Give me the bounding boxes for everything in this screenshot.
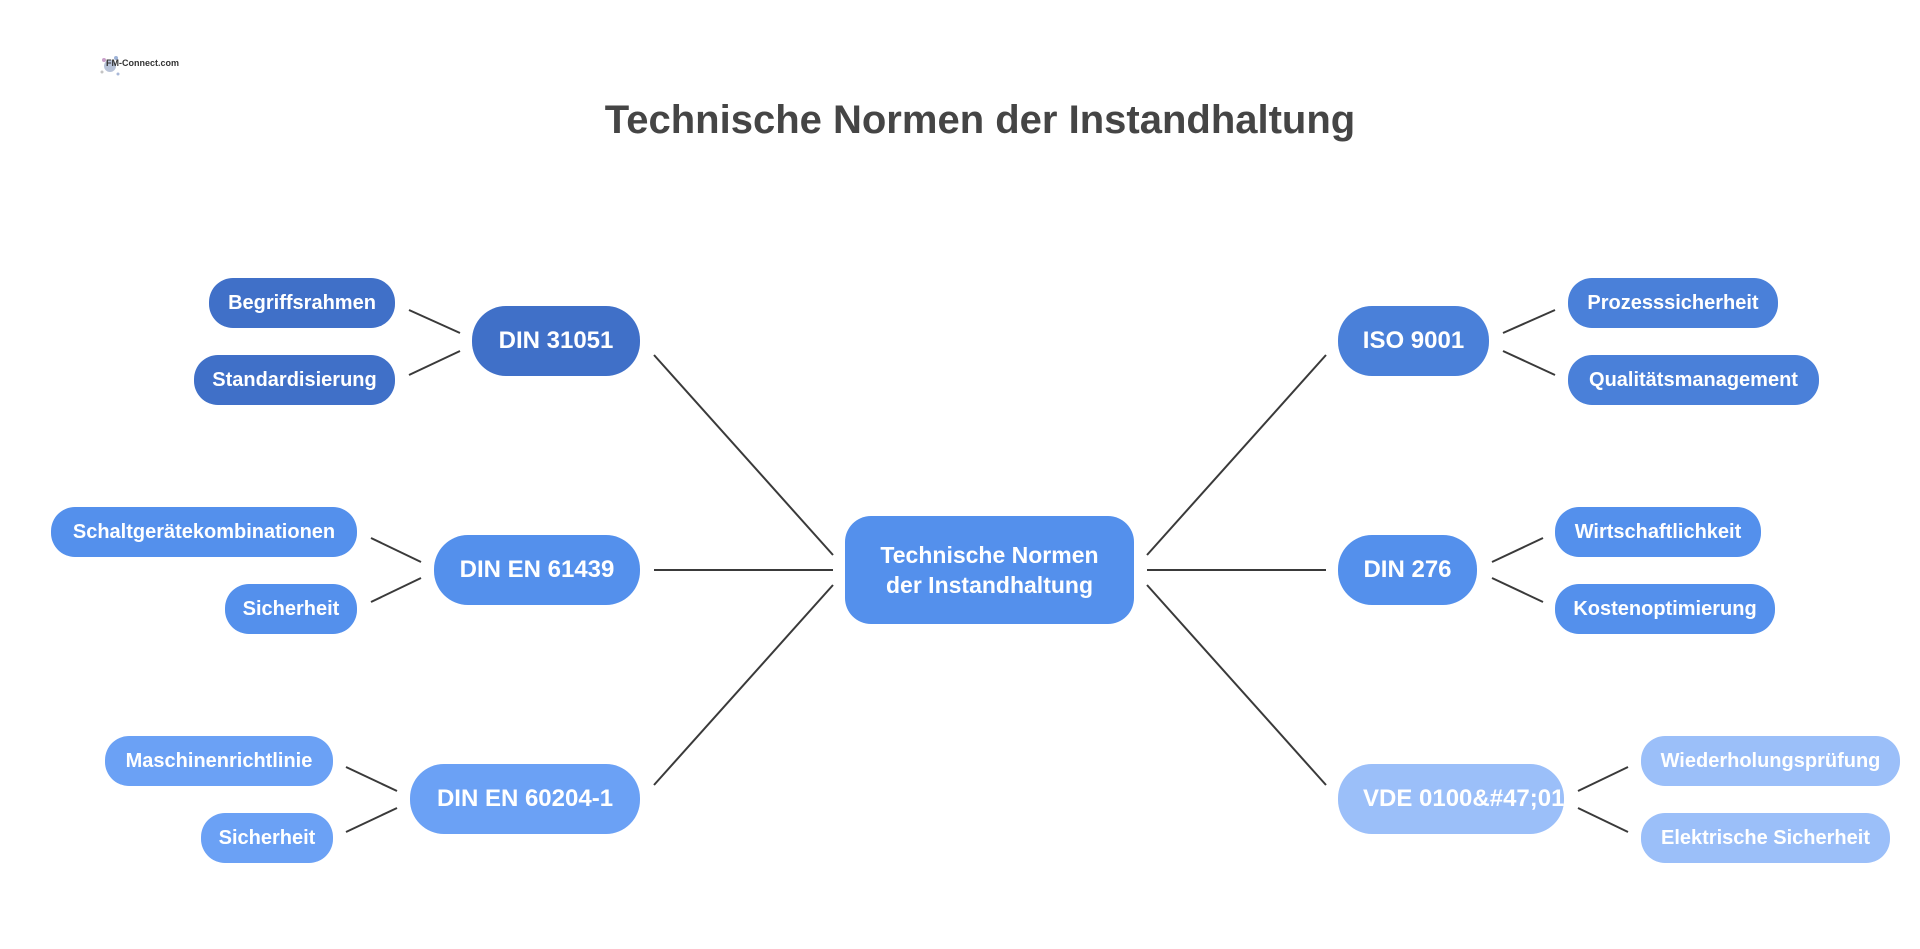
branch-label: DIN EN 61439 [459, 556, 615, 583]
branch-vde-0100: VDE 0100&#47;01 [1338, 764, 1564, 834]
branch-label: DIN EN 60204-1 [436, 785, 614, 812]
branch-din-31051: DIN 31051 [472, 306, 640, 376]
branch-din-en-61439: DIN EN 61439 [434, 535, 640, 605]
connector-center-iso9001 [1146, 354, 1327, 556]
leaf-sicherheit-1: Sicherheit [225, 584, 357, 634]
leaf-sicherheit-2: Sicherheit [201, 813, 333, 863]
connector-center-vde [1146, 584, 1327, 786]
leaf-label: Kostenoptimierung [1573, 597, 1757, 620]
center-node: Technische Normen der Instandhaltung [845, 516, 1134, 624]
leaf-label: Maschinenrichtlinie [125, 749, 313, 772]
logo-splash-icon [100, 56, 120, 76]
leaf-kostenoptimierung: Kostenoptimierung [1555, 584, 1775, 634]
logo: FM-Connect.com [96, 50, 179, 82]
leaf-label: Sicherheit [218, 826, 316, 849]
branch-din-276: DIN 276 [1338, 535, 1477, 605]
branch-label: ISO 9001 [1362, 327, 1465, 354]
leaf-label: Wirtschaftlichkeit [1574, 520, 1742, 543]
leaf-label: Elektrische Sicherheit [1661, 826, 1870, 849]
leaf-label: Wiederholungsprüfung [1660, 749, 1881, 772]
branch-iso-9001: ISO 9001 [1338, 306, 1489, 376]
connector-center-din31051 [653, 354, 834, 556]
leaf-schaltgeraetekombinationen: Schaltgerätekombinationen [51, 507, 357, 557]
branch-label: DIN 276 [1363, 556, 1452, 583]
center-node-label: Technische Normen der Instandhaltung [880, 542, 1099, 598]
branch-label: DIN 31051 [498, 327, 614, 354]
branch-label: VDE 0100&#47;01 [1363, 785, 1564, 812]
leaf-wirtschaftlichkeit: Wirtschaftlichkeit [1555, 507, 1761, 557]
leaf-elektrische-sicherheit: Elektrische Sicherheit [1641, 813, 1890, 863]
logo-text: FM-Connect.com [106, 58, 179, 68]
leaf-label: Qualitätsmanagement [1589, 368, 1798, 391]
leaf-standardisierung: Standardisierung [194, 355, 395, 405]
leaf-label: Schaltgerätekombinationen [72, 520, 336, 543]
leaf-label: Sicherheit [242, 597, 340, 620]
leaf-qualitaetsmanagement: Qualitätsmanagement [1568, 355, 1819, 405]
leaf-wiederholungspruefung: Wiederholungsprüfung [1641, 736, 1900, 786]
leaf-maschinenrichtlinie: Maschinenrichtlinie [105, 736, 333, 786]
leaf-label: Prozesssicherheit [1587, 291, 1759, 314]
connector-center-din60204 [653, 584, 834, 786]
leaf-begriffsrahmen: Begriffsrahmen [209, 278, 395, 328]
leaf-label: Begriffsrahmen [228, 291, 376, 314]
leaf-label: Standardisierung [212, 368, 377, 391]
leaf-prozesssicherheit: Prozesssicherheit [1568, 278, 1778, 328]
page-title: Technische Normen der Instandhaltung [604, 98, 1356, 142]
branch-din-en-60204-1: DIN EN 60204-1 [410, 764, 640, 834]
